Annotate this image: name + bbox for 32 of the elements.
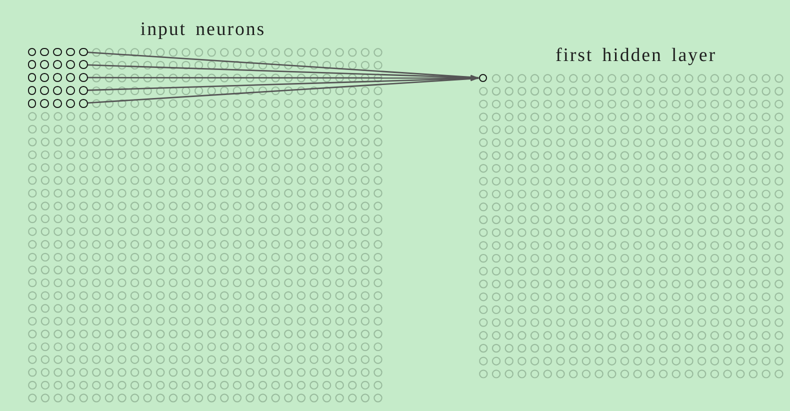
neuron-circle [40,48,50,56]
connection-arrow [88,52,479,80]
neuron-circle [78,98,88,108]
neuron-circle [28,60,36,70]
neuron-circle [40,73,50,82]
neuron-circle [478,74,488,82]
neuron-circle [40,60,50,70]
neuron-circle [28,86,36,95]
neuron-circle [66,98,75,108]
neuron-circle [78,60,88,70]
neuron-circle [78,86,88,95]
neuron-circle [78,48,88,56]
neuron-circle [66,48,75,56]
neuron-circle [28,98,36,108]
neuron-circle [53,98,62,108]
connection-arrow [88,64,479,80]
neuron-circle [40,86,50,95]
neuron-circle [28,48,36,56]
neuron-circle [53,60,62,70]
neuron-circle [28,73,36,82]
layer-label: first hidden layer [556,45,716,67]
connection-arrow [88,76,479,104]
neuron-circle [66,73,75,82]
neuron-circle [53,86,62,95]
neuron-circle [53,48,62,56]
neuron-circle [40,98,50,108]
neuron-circle [78,73,88,82]
neuron-circle [66,86,75,95]
neuron-circle [66,60,75,70]
neuron-circle [53,73,62,82]
connection-arrow [88,76,479,80]
layer-label: input neurons [140,19,266,41]
